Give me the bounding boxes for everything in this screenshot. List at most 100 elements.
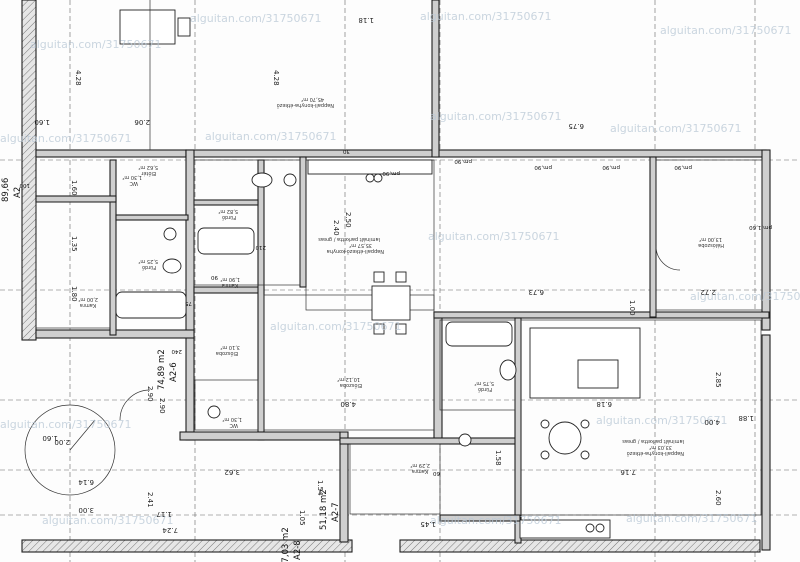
cooktop — [365, 173, 375, 183]
svg-text:6.73: 6.73 — [528, 288, 544, 296]
svg-text:Előszoba: Előszoba — [216, 350, 238, 356]
svg-text:1.00: 1.00 — [628, 300, 636, 316]
svg-text:4.28: 4.28 — [74, 70, 82, 86]
svg-text:4.80: 4.80 — [340, 400, 356, 408]
unit-area: 89,66 — [1, 178, 11, 202]
kitchen-counter — [307, 159, 433, 175]
svg-text:Előtér: Előtér — [140, 170, 156, 177]
svg-text:alguitan.com/31750671: alguitan.com/31750671 — [420, 10, 552, 23]
svg-text:2.50: 2.50 — [344, 212, 352, 228]
dimension-labels: 4.28 4.28 1.18 2.06 6.75 1.60 1.60 1.35 … — [19, 16, 772, 534]
unit-code: A2-7 — [331, 502, 341, 522]
svg-text:1.17: 1.17 — [156, 510, 172, 518]
unit-area: 57,03 m2 — [281, 527, 291, 562]
svg-text:1,90 m²: 1,90 m² — [220, 276, 240, 282]
svg-text:2,29 m²: 2,29 m² — [410, 462, 430, 468]
svg-text:alguitan.com/31750671: alguitan.com/31750671 — [430, 514, 562, 527]
svg-text:1.18: 1.18 — [358, 16, 374, 24]
svg-text:WC: WC — [229, 422, 238, 428]
svg-text:Kamra: Kamra — [222, 282, 238, 288]
room-area: 33,03 m² — [649, 444, 672, 450]
svg-text:alguitan.com/31750671: alguitan.com/31750671 — [0, 418, 132, 431]
svg-text:pm,90: pm,90 — [454, 158, 472, 164]
svg-text:Kamra: Kamra — [80, 302, 96, 308]
svg-text:3.62: 3.62 — [224, 468, 240, 476]
svg-text:100: 100 — [19, 182, 30, 188]
toilet — [458, 433, 472, 447]
svg-text:7.24: 7.24 — [162, 526, 178, 534]
fixtures — [24, 0, 681, 539]
room-name: Nappali-étkező-konyha — [327, 248, 384, 255]
svg-text:60: 60 — [433, 470, 440, 476]
svg-text:pm,90: pm,90 — [602, 164, 620, 170]
cooktop — [373, 173, 383, 183]
svg-text:alguitan.com/31750671: alguitan.com/31750671 — [42, 514, 174, 527]
svg-text:1.05: 1.05 — [298, 510, 306, 526]
svg-text:1.35: 1.35 — [70, 236, 78, 252]
svg-text:Fürdő: Fürdő — [478, 386, 492, 392]
svg-text:alguitan.com/31750671: alguitan.com/31750671 — [428, 230, 560, 243]
svg-text:1.60: 1.60 — [42, 434, 58, 442]
svg-text:alguitan.com/31750671: alguitan.com/31750671 — [626, 512, 758, 525]
svg-text:2.60: 2.60 — [714, 490, 722, 506]
room-name: Előszoba — [340, 382, 362, 388]
room-name: Nappali-konyha-étkező — [277, 102, 334, 109]
toilet — [283, 173, 297, 187]
svg-text:alguitan.com/31750671: alguitan.com/31750671 — [660, 24, 792, 37]
svg-text:240: 240 — [171, 348, 182, 354]
svg-text:2.85: 2.85 — [714, 372, 722, 388]
room-area: 35,57 m² — [349, 242, 372, 248]
room-floor: laminált parketta / greas — [318, 236, 380, 243]
svg-text:6.18: 6.18 — [596, 400, 612, 408]
svg-text:1.88: 1.88 — [738, 414, 754, 422]
bathtub — [197, 227, 255, 255]
svg-text:WC: WC — [129, 180, 138, 186]
svg-text:alguitan.com/31750671: alguitan.com/31750671 — [596, 414, 728, 427]
svg-text:7.16: 7.16 — [620, 468, 636, 476]
svg-text:2.00: 2.00 — [54, 438, 70, 446]
unit-area: 74,89 m2 — [157, 349, 167, 390]
svg-text:75: 75 — [185, 300, 192, 306]
svg-text:2.41: 2.41 — [146, 492, 154, 508]
sink — [162, 258, 182, 274]
svg-text:alguitan.com/31750671: alguitan.com/31750671 — [430, 110, 562, 123]
svg-text:1.80: 1.80 — [70, 286, 78, 302]
svg-text:pm,1,60: pm,1,60 — [749, 224, 772, 230]
svg-text:210: 210 — [255, 244, 266, 250]
svg-text:30: 30 — [343, 148, 350, 154]
dining-table — [371, 285, 411, 321]
svg-text:Fürdő: Fürdő — [222, 214, 236, 220]
unit-labels: 74,89 m2 A2-6 51,18 m2 A2-7 57,03 m2 A2-… — [1, 178, 341, 562]
room-area: 45,70 m² — [301, 96, 324, 102]
svg-text:alguitan.com/31750671: alguitan.com/31750671 — [610, 122, 742, 135]
svg-text:alguitan.com/31750671: alguitan.com/31750671 — [270, 320, 402, 333]
svg-text:2.90: 2.90 — [146, 386, 154, 402]
svg-text:3,10 m²: 3,10 m² — [220, 344, 240, 350]
unit-code: A2-8 — [293, 540, 303, 560]
svg-text:alguitan.com/31750671: alguitan.com/31750671 — [690, 290, 800, 303]
unit-code: A2-6 — [169, 362, 179, 382]
svg-text:alguitan.com/31750671: alguitan.com/31750671 — [0, 132, 132, 145]
sink — [499, 359, 517, 381]
svg-text:2.90: 2.90 — [158, 398, 166, 414]
svg-text:5,75 m²: 5,75 m² — [474, 380, 494, 386]
svg-text:alguitan.com/31750671: alguitan.com/31750671 — [205, 130, 337, 143]
round-table — [548, 421, 582, 455]
room-name: Nappali-konyha-étkező — [627, 450, 684, 457]
svg-text:1.58: 1.58 — [494, 450, 502, 466]
svg-text:4.00: 4.00 — [704, 418, 720, 426]
watermarks: alguitan.com/31750671 alguitan.com/31750… — [0, 10, 800, 527]
svg-text:Kamra: Kamra — [412, 468, 428, 474]
svg-text:1.54: 1.54 — [316, 480, 324, 496]
svg-text:5,62 m²: 5,62 m² — [138, 164, 158, 170]
bathtub — [445, 321, 513, 347]
svg-text:5,82 m²: 5,82 m² — [218, 208, 238, 214]
svg-text:1.45: 1.45 — [420, 520, 436, 528]
cooktop — [595, 523, 605, 533]
svg-text:6.75: 6.75 — [568, 122, 584, 130]
svg-text:alguitan.com/31750671: alguitan.com/31750671 — [30, 38, 162, 51]
svg-text:pm,90: pm,90 — [534, 164, 552, 170]
toilet — [207, 405, 221, 419]
bathtub — [115, 291, 187, 319]
